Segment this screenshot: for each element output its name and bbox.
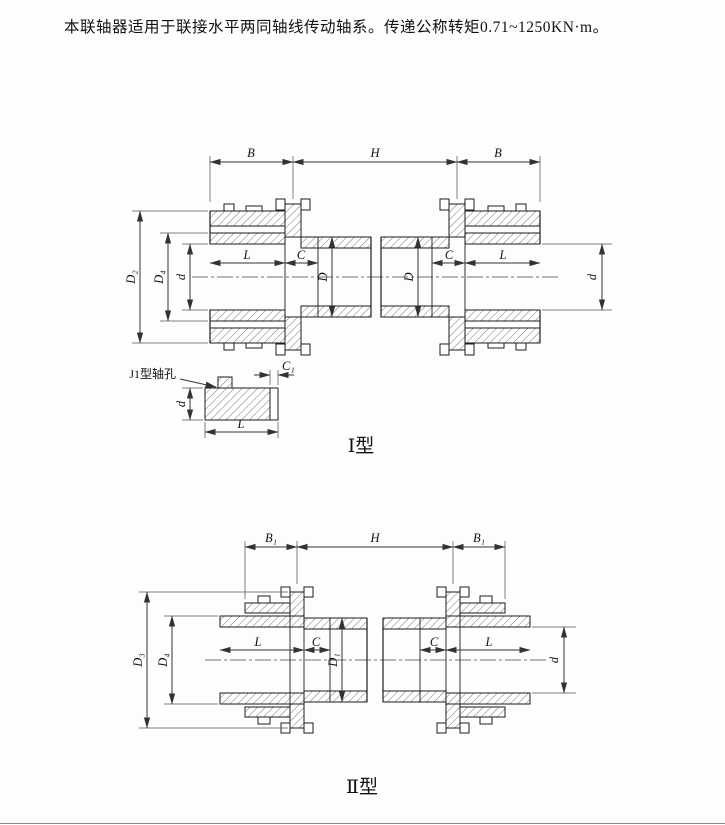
fig1-dim-d-right: d: [585, 273, 599, 280]
fig2-plug-icon: [479, 595, 493, 604]
figure1-detail: J1型轴孔 C₁ d L: [129, 359, 295, 438]
fig1-detail-boss: [217, 376, 233, 389]
fig1-detail-C1: C₁: [282, 359, 295, 373]
fig2-bolt-icon: [436, 722, 447, 734]
description-text: 本联轴器适用于联接水平两同轴线传动轴系。传递公称转矩0.71~1250KN·m。: [64, 19, 609, 36]
fig2-dim-L-left: L: [254, 635, 262, 649]
fig1-plug-icon: [223, 342, 235, 351]
fig1-caption: Ⅰ型: [348, 435, 375, 457]
fig1-detail-d: d: [174, 400, 188, 407]
fig2-dim-H: H: [369, 531, 380, 545]
fig1-detail-L: L: [237, 417, 245, 431]
fig1-dim-B-right: B: [494, 146, 502, 160]
fig1-dim-D2: D₂: [124, 270, 138, 285]
fig1-dim-L-left: L: [243, 248, 251, 262]
fig1-ring-icon: [245, 342, 263, 349]
fig1-bolt-icon: [275, 343, 286, 356]
fig2-dim-B1-right: B₁: [473, 531, 485, 545]
fig1-dim-D4: D₄: [152, 270, 166, 284]
fig1-bolt-icon: [464, 343, 475, 356]
fig2-dim-B1-left: B₁: [265, 531, 277, 545]
fig1-dim-C-left: C: [297, 248, 306, 262]
fig2-bolt-icon: [459, 722, 470, 734]
fig1-dim-C-right: C: [445, 248, 454, 262]
fig2-dim-C-right: C: [430, 635, 439, 649]
fig2-dim-d-right: d: [547, 656, 561, 663]
fig2-bolt-icon: [436, 586, 447, 598]
fig2-bolt-icon: [459, 586, 470, 598]
fig1-plug-icon: [515, 203, 527, 212]
fig2-bolt-icon: [303, 586, 314, 598]
fig2-bolt-icon: [303, 722, 314, 734]
fig1-dim-D-mid-right: D: [402, 272, 416, 282]
fig1-detail-label: J1型轴孔: [129, 366, 176, 381]
figure2-dimensions: B₁ H B₁ D₄ D₃ d L C C L: [131, 531, 576, 729]
fig1-plug-icon: [223, 203, 235, 212]
fig1-ring-icon: [245, 205, 263, 212]
figure2-drawing: [205, 586, 548, 734]
fig1-bolt-icon: [439, 343, 450, 356]
fig1-dim-B-left: B: [247, 146, 255, 160]
fig2-caption: Ⅱ型: [346, 776, 378, 798]
fig2-plug-icon: [257, 716, 271, 725]
figure1-dimensions: B H B d D₄ D₂ d L C: [124, 146, 612, 344]
fig1-ring-icon: [487, 205, 505, 212]
fig1-bolt-icon: [275, 198, 286, 211]
fig1-dim-H: H: [369, 146, 380, 160]
fig1-plug-icon: [515, 342, 527, 351]
fig1-dim-L-right: L: [499, 248, 507, 262]
fig2-dim-L-right: L: [485, 635, 493, 649]
fig2-dim-D4: D₄: [156, 653, 170, 667]
fig2-plug-icon: [257, 595, 271, 604]
fig2-dim-D3: D₃: [131, 653, 145, 667]
fig1-ring-icon: [487, 342, 505, 349]
fig1-dim-D-mid-left: D: [316, 272, 330, 282]
fig2-dim-C-left: C: [312, 635, 321, 649]
fig2-dim-D1: D₁: [326, 653, 340, 667]
figure1-drawing: [192, 198, 558, 356]
fig1-bolt-icon: [439, 198, 450, 211]
fig1-bolt-icon: [300, 343, 311, 356]
fig1-bolt-icon: [300, 198, 311, 211]
fig1-bolt-icon: [464, 198, 475, 211]
fig1-dim-d-left: d: [174, 273, 188, 280]
fig2-plug-icon: [479, 716, 493, 725]
